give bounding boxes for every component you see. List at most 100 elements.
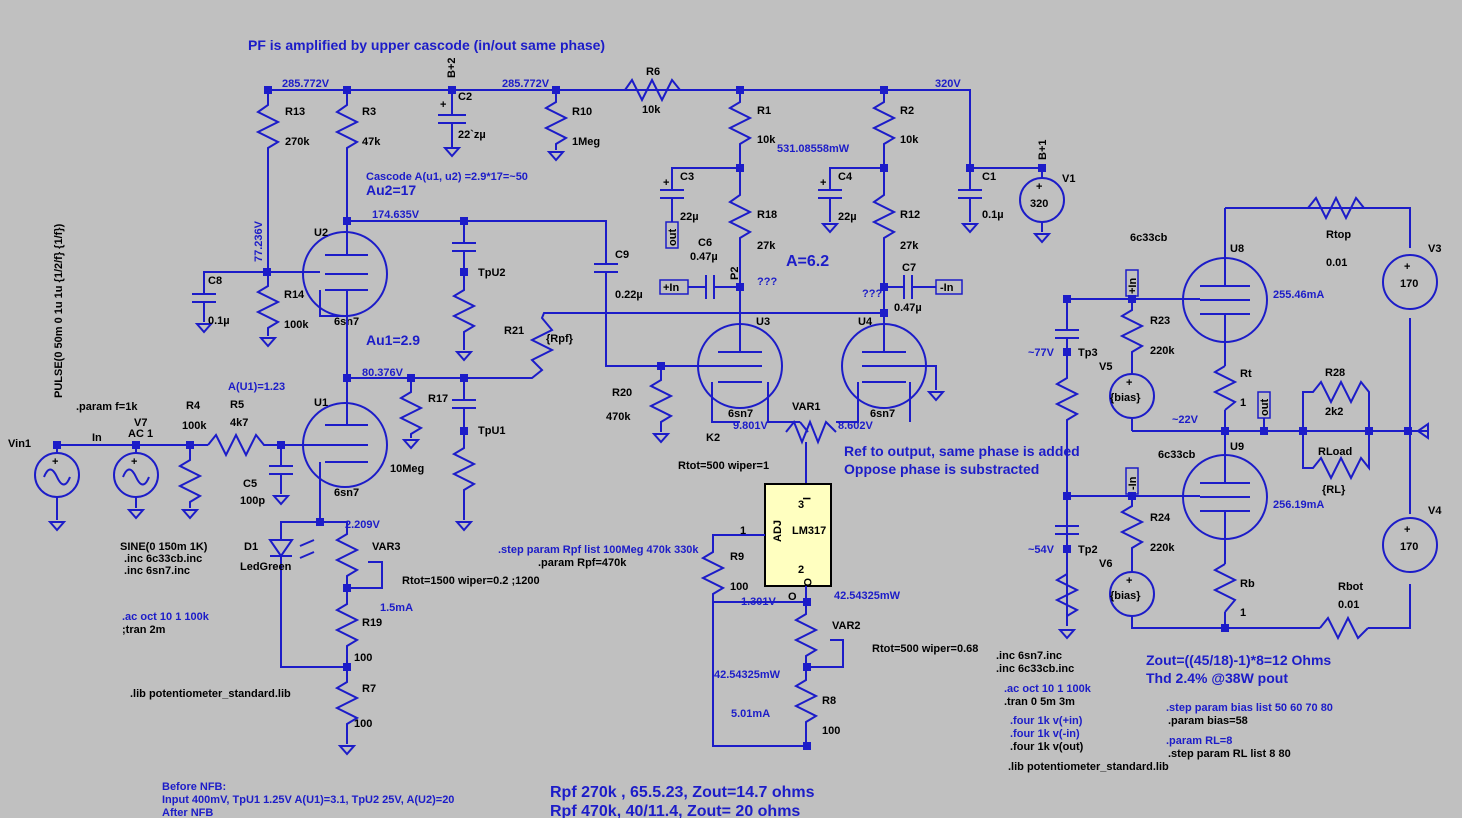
c4-value: 22µ (838, 211, 857, 223)
tube-u1[interactable] (280, 316, 388, 522)
resistor-rtop[interactable] (1307, 195, 1365, 221)
source-v7[interactable] (113, 445, 159, 519)
u2-name: U2 (314, 227, 328, 239)
led-d1[interactable] (268, 521, 347, 668)
v5-value: {bias} (1110, 392, 1141, 404)
resistor-rb[interactable] (1212, 563, 1238, 613)
r10-name: R10 (572, 106, 592, 118)
tube-u3[interactable] (661, 287, 800, 423)
resistor-r3[interactable] (334, 90, 360, 221)
resistor-r17[interactable] (398, 378, 424, 449)
source-vin1[interactable] (34, 445, 80, 531)
v4-value: 170 (1400, 541, 1418, 553)
rt-value: 1 (1240, 397, 1246, 409)
r14-value: 100k (284, 319, 309, 331)
net-label-285b: 285.772V (502, 78, 550, 90)
gnd-tp3 (1059, 629, 1075, 639)
potentiometer-var1[interactable] (785, 419, 837, 484)
tube-u9[interactable] (1132, 454, 1268, 540)
inc-6sn7-b: .inc 6sn7.inc (996, 650, 1062, 662)
var2-name: VAR2 (832, 620, 861, 632)
v1-plus: + (1036, 181, 1042, 193)
capacitor-c4[interactable] (818, 167, 884, 233)
tube-u8[interactable] (1132, 257, 1268, 343)
lib-note-2: .lib potentiometer_standard.lib (1008, 761, 1169, 773)
d1-name: D1 (244, 541, 258, 553)
u3-type: 6sn7 (728, 408, 753, 420)
resistor-r10[interactable] (543, 90, 569, 161)
resistor-rload[interactable] (1302, 431, 1370, 481)
v6-name: V6 (1099, 558, 1112, 570)
u3-name: U3 (756, 316, 770, 328)
resistor-r21[interactable] (464, 312, 884, 379)
r7-value: 100 (354, 718, 372, 730)
plus-in-port-2[interactable] (1125, 269, 1139, 297)
r20-value: 470k (606, 411, 631, 423)
pin-3: 3 (798, 499, 804, 511)
c3-value: 22µ (680, 211, 699, 223)
minus-in-label: -In (940, 282, 954, 294)
capacitor-c2[interactable] (438, 90, 466, 157)
resistor-rt[interactable] (1212, 365, 1238, 411)
param-f: .param f=1k (76, 401, 138, 413)
voltage-source-v1[interactable] (1019, 168, 1065, 243)
rt-name: Rt (1240, 368, 1252, 380)
minus-in-port[interactable] (935, 279, 963, 295)
resistor-rbot[interactable] (1319, 615, 1369, 641)
capacitor-tpu2[interactable] (451, 221, 477, 361)
capacitor-c7[interactable] (884, 275, 936, 299)
source-v4[interactable] (1382, 517, 1438, 573)
capacitor-c6[interactable] (688, 275, 740, 299)
r18-name: R18 (757, 209, 777, 221)
v5-plus: + (1126, 377, 1132, 389)
lm317-label: LM317 (792, 525, 826, 537)
resistor-r1[interactable] (727, 90, 753, 330)
tran-note-1: ;tran 2m (122, 624, 166, 636)
potentiometer-var3[interactable] (320, 521, 383, 589)
r12-value: 27k (900, 240, 919, 252)
capacitor-c8[interactable] (192, 271, 268, 333)
bias-network-u8 (1054, 298, 1145, 626)
c9-name: C9 (615, 249, 629, 261)
r28-value: 2k2 (1325, 406, 1343, 418)
source-v3[interactable] (1382, 254, 1438, 310)
net-label-80: 80.376V (362, 367, 404, 379)
capacitor-c3[interactable] (660, 167, 740, 222)
resistor-r8[interactable] (793, 667, 819, 746)
r17-value: 10Meg (390, 463, 424, 475)
resistor-r5[interactable] (207, 432, 281, 458)
resistor-r2[interactable] (871, 90, 897, 330)
out-port-label: out (667, 229, 679, 246)
rpf-note-2: Rpf 470k, 40/11.4, Zout= 20 ohms (550, 803, 800, 818)
capacitor-tpu1[interactable] (451, 378, 477, 531)
source-v5[interactable] (1109, 373, 1155, 419)
resistor-r14[interactable] (255, 272, 281, 347)
tpu1-label: TpU1 (478, 425, 506, 437)
measure-255: 255.46mA (1273, 289, 1324, 301)
net-label-22: ~22V (1172, 414, 1199, 426)
v4-plus: + (1404, 524, 1410, 536)
potentiometer-var2[interactable] (793, 602, 844, 668)
capacitor-c9[interactable] (594, 263, 661, 367)
resistor-r19[interactable] (334, 588, 360, 667)
step-rpf: .step param Rpf list 100Meg 470k 330k (498, 544, 699, 556)
tube-u2[interactable] (268, 221, 388, 317)
source-v6[interactable] (1109, 571, 1155, 617)
title-note: PF is amplified by upper cascode (in/out… (248, 37, 605, 53)
tube-u4[interactable] (836, 287, 944, 423)
resistor-r6[interactable] (624, 77, 681, 103)
u8-name: U8 (1230, 243, 1244, 255)
rpf-note-1: Rpf 270k , 65.5.23, Zout=14.7 ohms (550, 784, 815, 801)
plus-in-port[interactable] (659, 279, 689, 295)
resistor-r4[interactable] (177, 445, 203, 519)
resistor-r13[interactable] (255, 90, 281, 272)
resistor-r7[interactable] (334, 667, 360, 755)
capacitor-c5[interactable] (269, 445, 293, 505)
regulator-lm317[interactable] (764, 483, 832, 587)
out-port-c3[interactable] (665, 221, 679, 249)
capacitor-c1[interactable] (958, 168, 982, 233)
minus-in-port-2[interactable] (1125, 467, 1139, 495)
tp3-label: Tp3 (1078, 347, 1098, 359)
resistor-r20[interactable] (648, 366, 674, 443)
resistor-r28[interactable] (1302, 379, 1370, 431)
